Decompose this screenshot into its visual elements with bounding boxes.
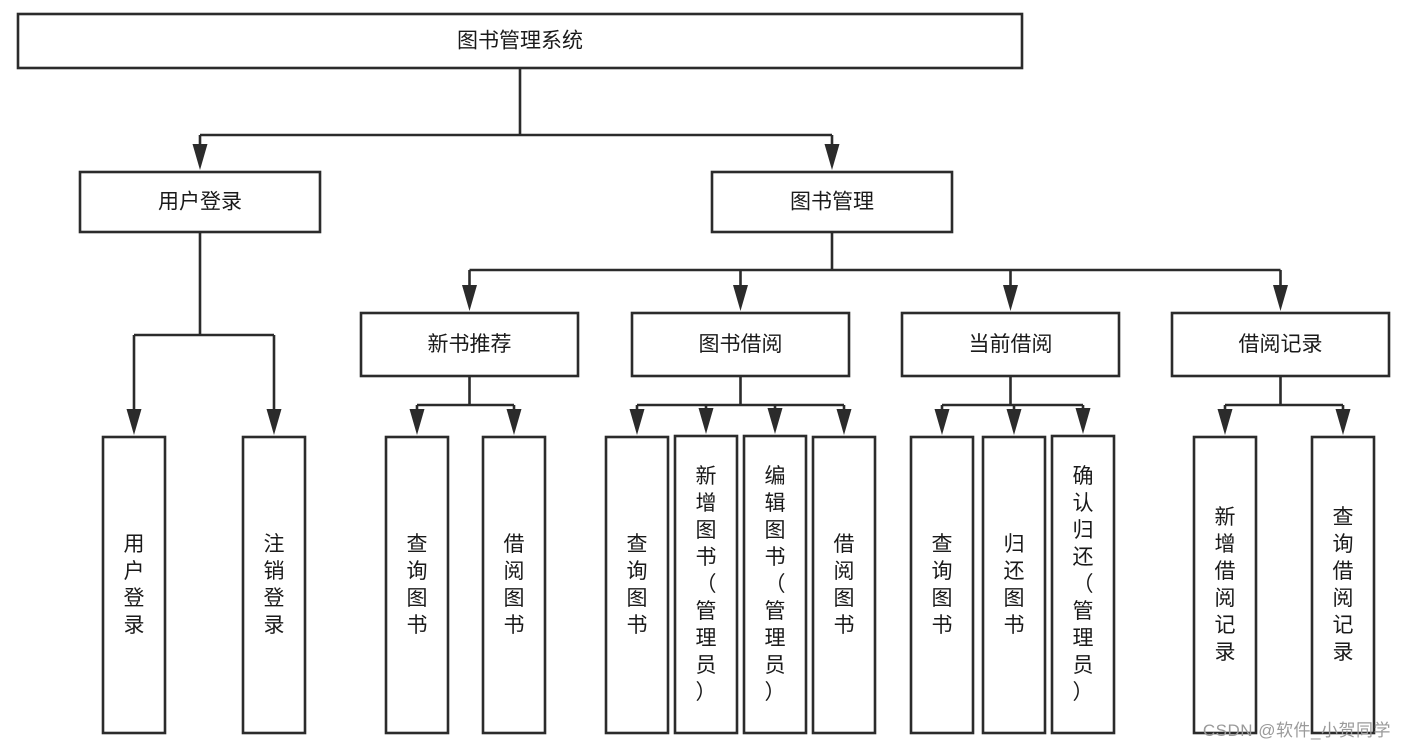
connector-group-book-borrow — [629, 376, 852, 435]
node-label: 图书管理 — [790, 191, 874, 214]
node-new-book-rec[interactable]: 新书推荐 — [359, 311, 580, 378]
node-leaf-borrow-book-2[interactable]: 借阅图书 — [811, 435, 877, 735]
node-label: 借阅记录 — [1239, 333, 1323, 356]
node-leaf-query-book-2[interactable]: 查询图书 — [604, 435, 670, 735]
node-box[interactable] — [1310, 435, 1376, 735]
node-label: 用户登录 — [124, 533, 145, 637]
node-box[interactable] — [241, 435, 307, 735]
node-box[interactable] — [101, 435, 167, 735]
node-book-borrow[interactable]: 图书借阅 — [630, 311, 851, 378]
node-label: 新书推荐 — [428, 333, 512, 356]
node-box[interactable] — [909, 435, 975, 735]
node-box[interactable] — [384, 435, 450, 735]
node-leaf-edit-book[interactable]: 编辑图书（管理员） — [742, 434, 808, 735]
connector-group-new-book-rec — [409, 376, 522, 435]
node-root[interactable]: 图书管理系统 — [16, 12, 1024, 70]
arrow-head-icon — [1273, 285, 1288, 311]
arrow-head-icon — [629, 409, 645, 435]
arrow-head-icon — [192, 144, 208, 170]
node-box[interactable] — [673, 434, 739, 735]
node-leaf-confirm-return[interactable]: 确认归还（管理员） — [1050, 434, 1116, 735]
connector-group-root — [192, 68, 840, 170]
arrow-head-icon — [462, 285, 477, 311]
node-label: 新增借阅记录 — [1215, 506, 1236, 664]
connector-layer — [126, 68, 1351, 435]
node-box[interactable] — [1050, 434, 1116, 735]
node-box[interactable] — [604, 435, 670, 735]
node-leaf-query-record[interactable]: 查询借阅记录 — [1310, 435, 1376, 735]
node-label: 编辑图书（管理员） — [765, 465, 786, 704]
arrow-head-icon — [1335, 409, 1351, 435]
arrow-head-icon — [1003, 285, 1018, 311]
node-label: 查询图书 — [407, 533, 428, 637]
node-label: 归还图书 — [1004, 533, 1025, 637]
node-box[interactable] — [78, 170, 322, 234]
arrow-head-icon — [836, 409, 852, 435]
node-box[interactable] — [710, 170, 954, 234]
arrow-head-icon — [409, 409, 425, 435]
arrow-head-icon — [698, 408, 714, 434]
arrow-head-icon — [1006, 409, 1022, 435]
node-label: 借阅图书 — [834, 533, 855, 637]
arrow-head-icon — [266, 409, 282, 435]
node-leaf-add-book[interactable]: 新增图书（管理员） — [673, 434, 739, 735]
node-label: 查询图书 — [627, 533, 648, 637]
arrow-head-icon — [1217, 409, 1233, 435]
node-label: 图书借阅 — [699, 333, 783, 356]
node-box[interactable] — [359, 311, 580, 378]
connector-group-current-borrow — [934, 376, 1091, 435]
node-label: 注销登录 — [264, 533, 285, 637]
arrow-head-icon — [126, 409, 142, 435]
node-label: 新增图书（管理员） — [696, 465, 717, 704]
node-box[interactable] — [16, 12, 1024, 70]
arrow-head-icon — [506, 409, 522, 435]
node-leaf-query-book-1[interactable]: 查询图书 — [384, 435, 450, 735]
node-label: 用户登录 — [158, 191, 242, 214]
node-user-login[interactable]: 用户登录 — [78, 170, 322, 234]
arrow-head-icon — [767, 408, 783, 434]
connector-group-borrow-record — [1217, 376, 1351, 435]
arrow-head-icon — [934, 409, 950, 435]
node-current-borrow[interactable]: 当前借阅 — [900, 311, 1121, 378]
arrow-head-icon — [824, 144, 840, 170]
node-label: 当前借阅 — [969, 333, 1053, 356]
connector-group-book-mgmt — [462, 232, 1288, 311]
node-label: 图书管理系统 — [457, 30, 583, 53]
node-label: 确认归还（管理员） — [1073, 465, 1094, 704]
watermark-label: CSDN @软件_小贺同学 — [1202, 721, 1391, 740]
node-box[interactable] — [1170, 311, 1391, 378]
node-label: 借阅图书 — [504, 533, 525, 637]
node-box[interactable] — [981, 435, 1047, 735]
node-box[interactable] — [481, 435, 547, 735]
arrow-head-icon — [1075, 408, 1091, 434]
node-leaf-return-book[interactable]: 归还图书 — [981, 435, 1047, 735]
node-label: 查询借阅记录 — [1333, 506, 1354, 664]
node-book-mgmt[interactable]: 图书管理 — [710, 170, 954, 234]
node-leaf-borrow-book-1[interactable]: 借阅图书 — [481, 435, 547, 735]
node-leaf-add-record[interactable]: 新增借阅记录 — [1192, 435, 1258, 735]
node-leaf-query-book-3[interactable]: 查询图书 — [909, 435, 975, 735]
node-box[interactable] — [1192, 435, 1258, 735]
node-leaf-logout[interactable]: 注销登录 — [241, 435, 307, 735]
node-layer: 图书管理系统用户登录图书管理新书推荐图书借阅当前借阅借阅记录用户登录注销登录查询… — [16, 12, 1391, 735]
node-box[interactable] — [811, 435, 877, 735]
node-box[interactable] — [742, 434, 808, 735]
node-label: 查询图书 — [932, 533, 953, 637]
node-leaf-user-login[interactable]: 用户登录 — [101, 435, 167, 735]
node-box[interactable] — [900, 311, 1121, 378]
arrow-head-icon — [733, 285, 748, 311]
node-borrow-record[interactable]: 借阅记录 — [1170, 311, 1391, 378]
node-box[interactable] — [630, 311, 851, 378]
connector-group-user-login — [126, 232, 282, 435]
